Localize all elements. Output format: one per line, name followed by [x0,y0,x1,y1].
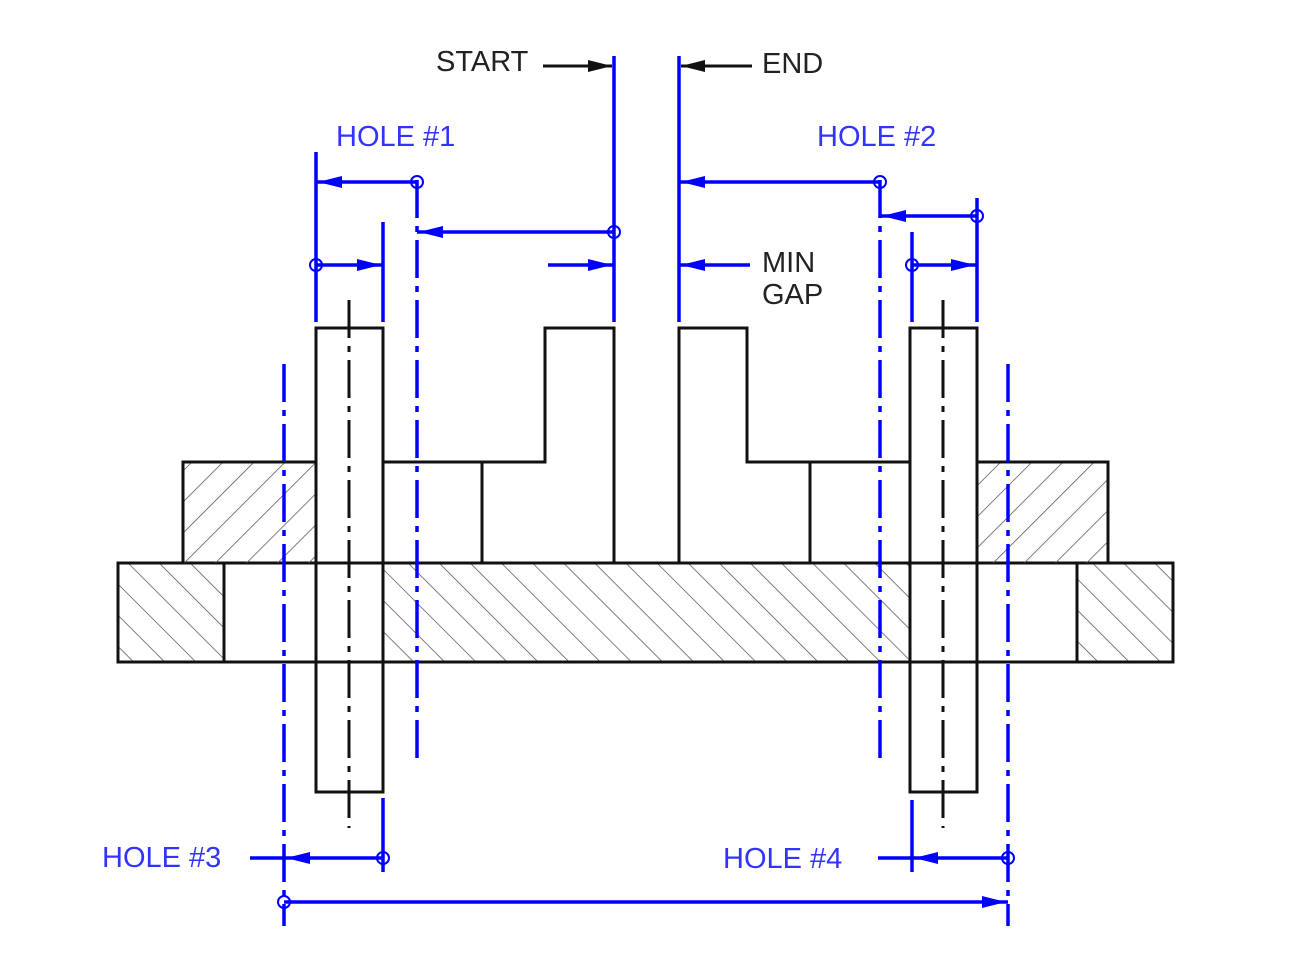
dimension-lines [250,175,1015,909]
end-leader [681,60,752,72]
start-label: START [436,46,529,78]
bottom-plate [116,561,1175,664]
upper-right-block [977,460,1110,563]
end-label: END [762,48,823,80]
right-bolt [908,300,979,828]
left-bracket [480,326,616,565]
hole-2-label: HOLE #2 [817,121,936,153]
hole-3-label: HOLE #3 [102,842,221,874]
start-leader [543,60,612,72]
right-bracket [677,326,910,565]
extension-lines [282,56,1010,926]
upper-left-block [181,460,482,563]
hole-1-label: HOLE #1 [336,121,455,153]
min-gap-label-line2: GAP [762,279,823,311]
min-gap-label-line1: MIN [762,247,815,279]
left-bolt [314,300,385,828]
hole-4-label: HOLE #4 [723,843,842,875]
